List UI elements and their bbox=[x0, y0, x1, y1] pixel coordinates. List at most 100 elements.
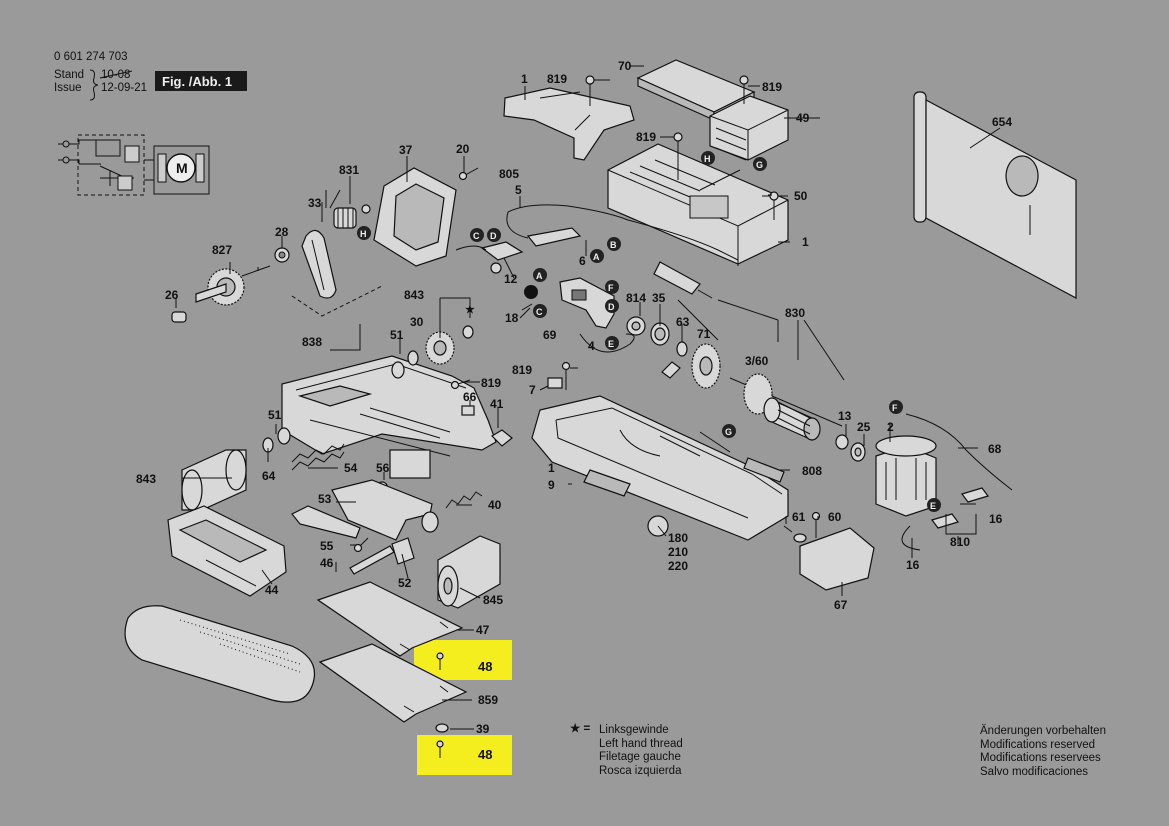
part-label-70: 70 bbox=[618, 59, 632, 73]
marker-h: H bbox=[704, 154, 711, 164]
part-label-49: 49 bbox=[796, 111, 810, 125]
highlight-part-48-lower bbox=[417, 735, 512, 775]
shaft-part-26 bbox=[171, 311, 187, 323]
washer-part-51-upper bbox=[391, 350, 419, 379]
ring-part-35 bbox=[650, 322, 670, 346]
pad-part-7 bbox=[547, 377, 563, 389]
part-label-845: 845 bbox=[483, 593, 503, 607]
doc-number: 0 601 274 703 bbox=[54, 51, 128, 63]
marker-e: E bbox=[608, 339, 614, 349]
brush-holder-lower bbox=[931, 513, 959, 529]
part-label-63: 63 bbox=[676, 315, 690, 329]
cable-holder-part-12 bbox=[455, 241, 524, 274]
part-label-48: 48 bbox=[478, 747, 492, 762]
part-label-25: 25 bbox=[857, 420, 871, 434]
switch-part-4 bbox=[524, 277, 615, 329]
wire-part-68 bbox=[905, 413, 1013, 491]
plate-part-859 bbox=[318, 643, 468, 723]
marker-h: H bbox=[360, 229, 367, 239]
housing-part-838 bbox=[281, 355, 497, 479]
part-label-18: 18 bbox=[505, 311, 519, 325]
new-date: 12-09-21 bbox=[101, 82, 147, 94]
marker-e: E bbox=[930, 501, 936, 511]
screw-819-right bbox=[739, 75, 749, 104]
part-label-843: 843 bbox=[404, 288, 424, 302]
part-label-68: 68 bbox=[988, 442, 1002, 456]
part-label-41: 41 bbox=[490, 397, 504, 411]
gear-part-71 bbox=[691, 343, 721, 389]
connector-markers: H G H C D B A A F D C E G F E bbox=[357, 151, 941, 512]
marker-g: G bbox=[756, 160, 763, 170]
bracket-part-52 bbox=[391, 537, 415, 565]
part-label-819: 819 bbox=[762, 80, 782, 94]
screw-18 bbox=[521, 303, 533, 311]
washer-part-63 bbox=[676, 341, 688, 357]
spring-part-40 bbox=[445, 491, 483, 509]
plate-part-47 bbox=[316, 581, 464, 657]
part-label-220: 220 bbox=[668, 559, 688, 573]
part-label-843: 843 bbox=[136, 472, 156, 486]
legend-line: Filetage gauche bbox=[599, 751, 681, 763]
part-label-30: 30 bbox=[410, 315, 424, 329]
part-label-48: 48 bbox=[478, 659, 492, 674]
guide-dashed-1 bbox=[291, 285, 383, 317]
part-label-1: 1 bbox=[802, 235, 809, 249]
rotor-part-3-60 bbox=[729, 373, 843, 441]
legend: Linksgewinde Left hand thread Filetage g… bbox=[599, 724, 683, 778]
part-label-26: 26 bbox=[165, 288, 179, 302]
legend-line: Rosca izquierda bbox=[599, 764, 682, 777]
spring-clip bbox=[661, 361, 681, 379]
notice-line: Modifications reserved bbox=[980, 738, 1096, 751]
bearing-part-25 bbox=[850, 442, 866, 462]
sanding-belt bbox=[124, 605, 316, 703]
gear-part-827 bbox=[195, 265, 271, 306]
marker-a: A bbox=[593, 252, 600, 262]
part-label-2: 2 bbox=[887, 420, 894, 434]
marker-d: D bbox=[490, 231, 497, 241]
housing-part-1-lower bbox=[531, 395, 789, 541]
part-label-654: 654 bbox=[992, 115, 1012, 129]
part-label-40: 40 bbox=[488, 498, 502, 512]
washer-part-39 bbox=[435, 723, 449, 733]
stator-part-2 bbox=[875, 435, 937, 517]
cable-part-805 bbox=[506, 204, 739, 299]
roller-part-843 bbox=[181, 449, 247, 511]
notice-line: Modifications reservees bbox=[980, 752, 1101, 764]
part-label-54: 54 bbox=[344, 461, 358, 475]
part-label-827: 827 bbox=[212, 243, 232, 257]
fig-label-box bbox=[155, 71, 247, 91]
part-label-831: 831 bbox=[339, 163, 359, 177]
part-label-4: 4 bbox=[588, 339, 595, 353]
stand-label: Stand bbox=[54, 69, 84, 81]
modifications-notice: Änderungen vorbehalten Modifications res… bbox=[980, 725, 1106, 779]
handle-part-1 bbox=[503, 87, 635, 161]
marker-d: D bbox=[608, 302, 615, 312]
left-hand-thread-star: ★ bbox=[465, 304, 475, 316]
leader-lines bbox=[175, 65, 1001, 730]
part-label-819: 819 bbox=[512, 363, 532, 377]
screw-819-top bbox=[585, 75, 595, 106]
cap-part-49 bbox=[709, 95, 789, 161]
legend-line: Linksgewinde bbox=[599, 724, 669, 736]
screw-part-55 bbox=[353, 537, 369, 553]
marker-a: A bbox=[536, 271, 543, 281]
pad-part-66 bbox=[461, 405, 475, 416]
knob-part-41 bbox=[491, 429, 513, 447]
part-label-814: 814 bbox=[626, 291, 646, 305]
issue-label: Issue bbox=[54, 82, 82, 94]
part-label-5: 5 bbox=[515, 183, 522, 197]
part-label-55: 55 bbox=[320, 539, 334, 553]
fig-label: Fig. /Abb. 1 bbox=[162, 74, 232, 89]
marker-c: C bbox=[473, 231, 480, 241]
part-label-3-60: 3/60 bbox=[745, 354, 769, 368]
marker-g: G bbox=[725, 427, 732, 437]
marker-f: F bbox=[608, 283, 614, 293]
part-label-12: 12 bbox=[504, 272, 518, 286]
part-label-819: 819 bbox=[636, 130, 656, 144]
part-label-35: 35 bbox=[652, 291, 666, 305]
screw-819-lower bbox=[561, 361, 571, 390]
part-label-16: 16 bbox=[989, 512, 1003, 526]
marker-c: C bbox=[536, 307, 543, 317]
